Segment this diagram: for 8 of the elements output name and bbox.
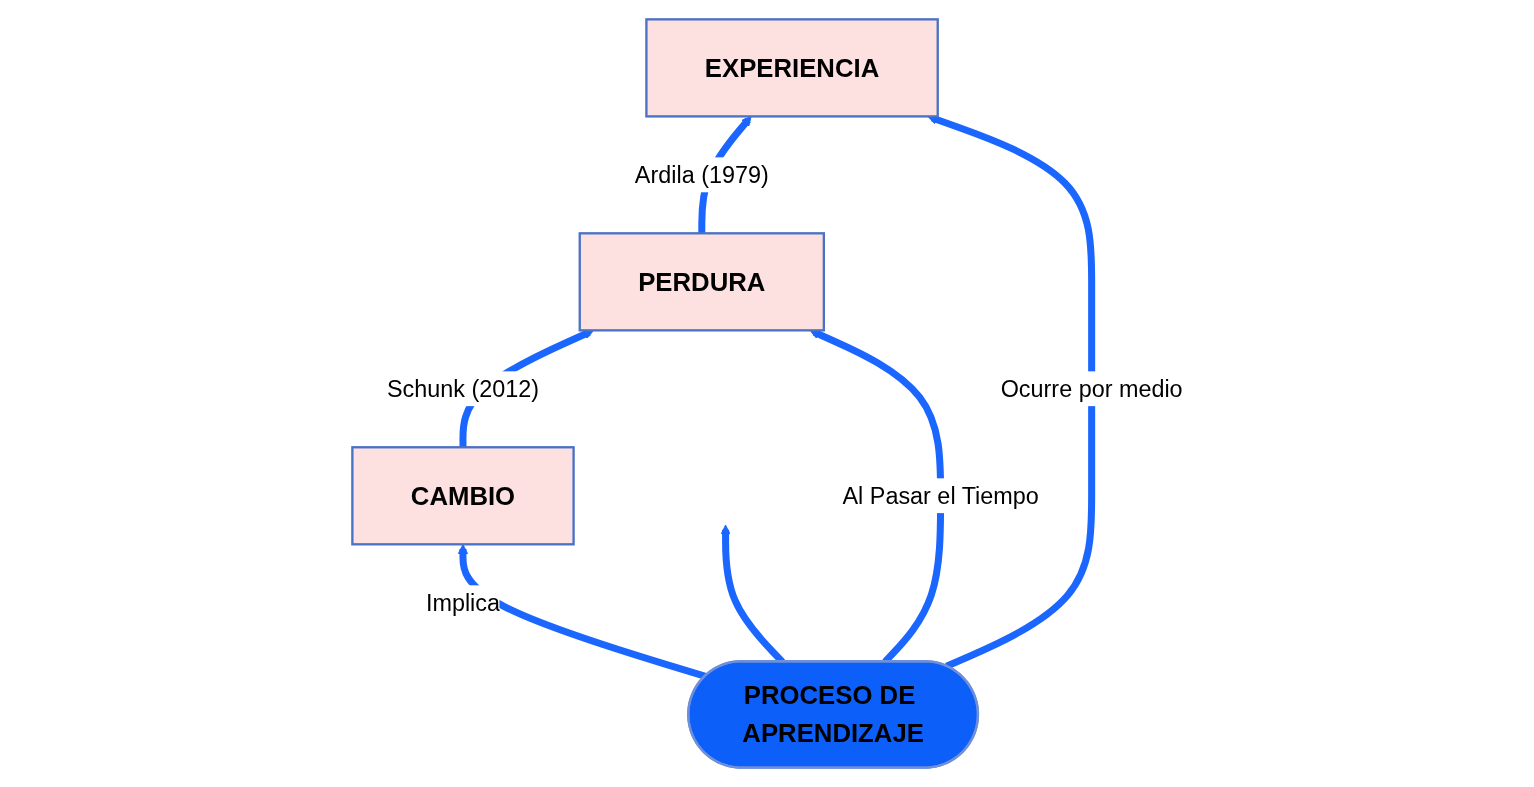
edge-label: Ardila (1979) — [634, 161, 769, 188]
edge-label: Al Pasar el Tiempo — [842, 482, 1039, 509]
node-box: PERDURA — [578, 232, 825, 332]
node-box: CAMBIO — [350, 446, 575, 546]
edge-label: Implica — [425, 589, 500, 616]
node-box: EXPERIENCIA — [644, 18, 939, 118]
edge-label: Schunk (2012) — [386, 375, 539, 402]
edge-label: Ocurre por medio — [1000, 375, 1183, 402]
